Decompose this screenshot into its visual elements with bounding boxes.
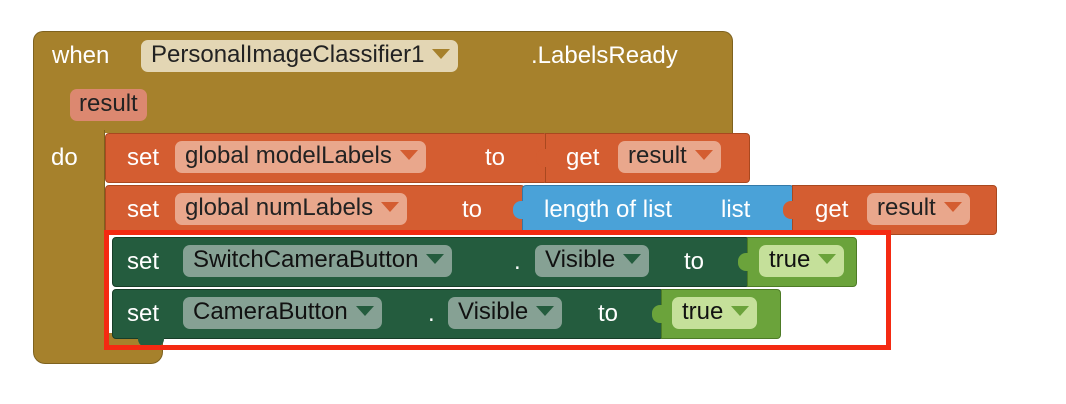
boolean-dropdown[interactable]: true (759, 245, 845, 277)
highlight-box (104, 230, 891, 350)
block-notch (138, 337, 164, 347)
get-variable-dropdown[interactable]: result (618, 141, 721, 173)
boolean-value: true (769, 246, 811, 273)
dropdown-arrow-icon (381, 201, 400, 212)
to-label: to (598, 300, 619, 327)
component-dropdown[interactable]: PersonalImageClassifier1 (141, 40, 459, 72)
component-dropdown-value: PersonalImageClassifier1 (151, 41, 425, 68)
get-label: get (815, 196, 849, 223)
when-label: when (52, 42, 110, 69)
dot-label: . (428, 300, 435, 327)
variable-name: global modelLabels (185, 142, 392, 169)
component-name: SwitchCameraButton (193, 246, 419, 273)
get-variable-name: result (628, 142, 687, 169)
set-label: set (127, 144, 160, 171)
socket-plug (513, 201, 523, 219)
get-label: get (566, 144, 600, 171)
boolean-value: true (682, 298, 724, 325)
get-variable-name: result (877, 194, 936, 221)
socket-plug (536, 149, 546, 167)
set-label: set (127, 248, 160, 275)
property-dropdown-visible[interactable]: Visible (448, 297, 563, 329)
list-socket-label: list (721, 196, 751, 223)
dropdown-arrow-icon (355, 305, 374, 316)
socket-plug (783, 201, 793, 219)
dropdown-arrow-icon (731, 305, 750, 316)
event-name: .LabelsReady (531, 42, 678, 69)
socket-plug (738, 253, 748, 271)
dropdown-arrow-icon (818, 253, 837, 264)
dropdown-arrow-icon (426, 253, 445, 264)
component-dropdown-camera[interactable]: CameraButton (183, 297, 382, 329)
component-dropdown-switch-camera[interactable]: SwitchCameraButton (183, 245, 453, 277)
to-label: to (684, 248, 705, 275)
to-label: to (462, 196, 483, 223)
property-name: Visible (545, 246, 616, 273)
component-name: CameraButton (193, 298, 348, 325)
boolean-dropdown[interactable]: true (672, 297, 758, 329)
socket-plug (652, 305, 662, 323)
dropdown-arrow-icon (623, 253, 642, 264)
set-label: set (127, 300, 160, 327)
dropdown-arrow-icon (432, 48, 451, 59)
variable-dropdown-model-labels[interactable]: global modelLabels (175, 141, 426, 173)
property-dropdown-visible[interactable]: Visible (535, 245, 650, 277)
do-label: do (51, 144, 78, 171)
dropdown-arrow-icon (943, 201, 962, 212)
variable-dropdown-num-labels[interactable]: global numLabels (175, 193, 408, 225)
dot-label: . (514, 248, 521, 275)
get-variable-dropdown[interactable]: result (867, 193, 970, 225)
param-result-label: result (79, 90, 138, 117)
variable-name: global numLabels (185, 194, 374, 221)
dropdown-arrow-icon (536, 305, 555, 316)
property-name: Visible (458, 298, 529, 325)
set-label: set (127, 196, 160, 223)
to-label: to (485, 144, 506, 171)
param-result[interactable]: result (70, 89, 147, 121)
dropdown-arrow-icon (694, 149, 713, 160)
dropdown-arrow-icon (399, 149, 418, 160)
length-of-list-label: length of list (544, 196, 673, 223)
event-block-arm (33, 130, 105, 336)
